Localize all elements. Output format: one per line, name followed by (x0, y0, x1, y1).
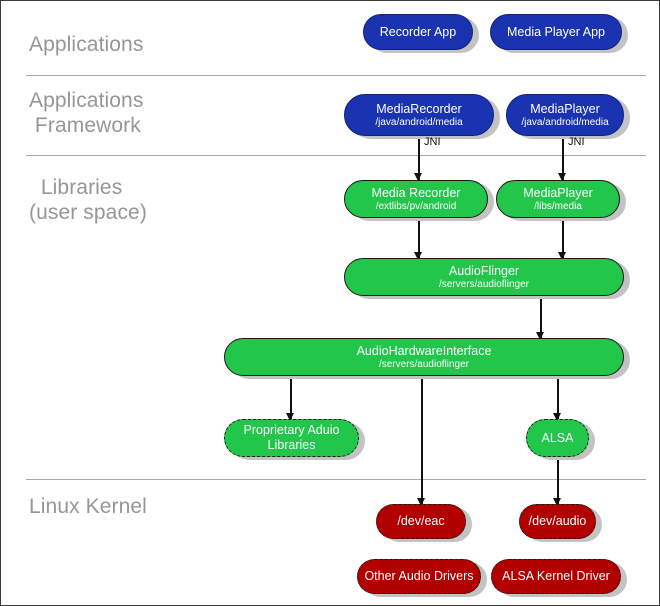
divider-kernel (26, 479, 646, 480)
node-mediaplayer-library[interactable]: MediaPlayer /libs/media (496, 180, 620, 218)
node-dev-audio-title: /dev/audio (528, 514, 587, 528)
arrowhead-mediaplayer-jni (558, 173, 566, 181)
node-audioflinger-title: AudioFlinger (448, 263, 520, 278)
node-other-audio-drivers[interactable]: Other Audio Drivers (357, 559, 481, 594)
node-proprietary-audio-libraries[interactable]: Proprietary Aduio Libraries (224, 419, 359, 457)
connector-audioflinger-audiohardwareinterface (540, 295, 542, 341)
node-alsa-kernel-driver[interactable]: ALSA Kernel Driver (491, 559, 621, 594)
node-mediarecorder-framework-path: /java/android/media (375, 116, 463, 128)
node-mediaplayer-framework-title: MediaPlayer (530, 101, 600, 116)
node-media-recorder-library-path: /extlibs/pv/android (375, 200, 457, 212)
edge-label-jni-left: JNI (424, 136, 441, 148)
node-alsa[interactable]: ALSA (526, 419, 589, 457)
node-mediaplayer-framework-path: /java/android/media (521, 116, 609, 128)
node-media-recorder-library[interactable]: Media Recorder /extlibs/pv/android (344, 180, 488, 218)
node-mediaplayer-library-title: MediaPlayer (523, 185, 593, 200)
node-media-player-app-title: Media Player App (507, 24, 605, 39)
connector-mediaplayerlib-audioflinger (562, 218, 564, 262)
layer-label-applications-framework: Applications Framework (29, 89, 144, 137)
node-mediarecorder-framework-title: MediaRecorder (376, 101, 462, 116)
node-audiohardwareinterface[interactable]: AudioHardwareInterface /servers/audiofli… (224, 338, 624, 376)
arrowhead-ahi-dev-eac (417, 498, 425, 506)
divider-framework (26, 155, 646, 156)
connector-mediarecorder-jni (418, 137, 420, 180)
node-proprietary-audio-libraries-title-line2: Libraries (267, 438, 316, 452)
arrowhead-mediarecorderlib-audioflinger (414, 252, 422, 260)
node-media-recorder-library-title: Media Recorder (371, 185, 461, 200)
node-audiohardwareinterface-path: /servers/audioflinger (378, 358, 470, 370)
connector-alsa-dev-audio (557, 454, 559, 507)
node-proprietary-audio-libraries-title-line1: Proprietary Aduio (243, 423, 340, 437)
node-dev-eac-title: /dev/eac (397, 514, 445, 528)
edge-label-jni-right: JNI (568, 136, 585, 148)
node-dev-audio[interactable]: /dev/audio (519, 504, 596, 539)
node-audioflinger-path: /servers/audioflinger (438, 278, 530, 290)
node-recorder-app[interactable]: Recorder App (363, 14, 473, 50)
layer-label-applications: Applications (29, 33, 144, 56)
node-mediaplayer-library-path: /libs/media (534, 200, 582, 212)
arrowhead-ahi-alsa (553, 413, 561, 421)
node-audiohardwareinterface-title: AudioHardwareInterface (356, 343, 492, 358)
connector-ahi-alsa (557, 374, 559, 421)
arrowhead-mediarecorder-jni (414, 173, 422, 181)
node-audioflinger[interactable]: AudioFlinger /servers/audioflinger (344, 258, 624, 296)
node-media-player-app[interactable]: Media Player App (490, 14, 622, 50)
node-other-audio-drivers-title: Other Audio Drivers (364, 569, 474, 583)
node-alsa-kernel-driver-title: ALSA Kernel Driver (502, 569, 610, 583)
connector-ahi-dev-eac (421, 374, 423, 507)
node-alsa-title: ALSA (541, 430, 574, 445)
arrowhead-alsa-dev-audio (553, 498, 561, 506)
layer-label-libraries-user-space: Libraries (user space) (29, 176, 147, 224)
layer-label-linux-kernel: Linux Kernel (29, 495, 147, 518)
node-recorder-app-title: Recorder App (379, 24, 457, 39)
arrowhead-audioflinger-audiohardwareinterface (536, 332, 544, 340)
connector-mediaplayer-jni (562, 137, 564, 180)
node-mediarecorder-framework[interactable]: MediaRecorder /java/android/media (344, 94, 494, 136)
node-mediaplayer-framework[interactable]: MediaPlayer /java/android/media (506, 94, 624, 136)
node-dev-eac[interactable]: /dev/eac (376, 504, 466, 539)
arrowhead-mediaplayerlib-audioflinger (558, 252, 566, 260)
connector-mediarecorderlib-audioflinger (418, 218, 420, 262)
divider-applications (26, 75, 646, 76)
arrowhead-ahi-proprietary (286, 413, 294, 421)
connector-ahi-proprietary (290, 374, 292, 421)
